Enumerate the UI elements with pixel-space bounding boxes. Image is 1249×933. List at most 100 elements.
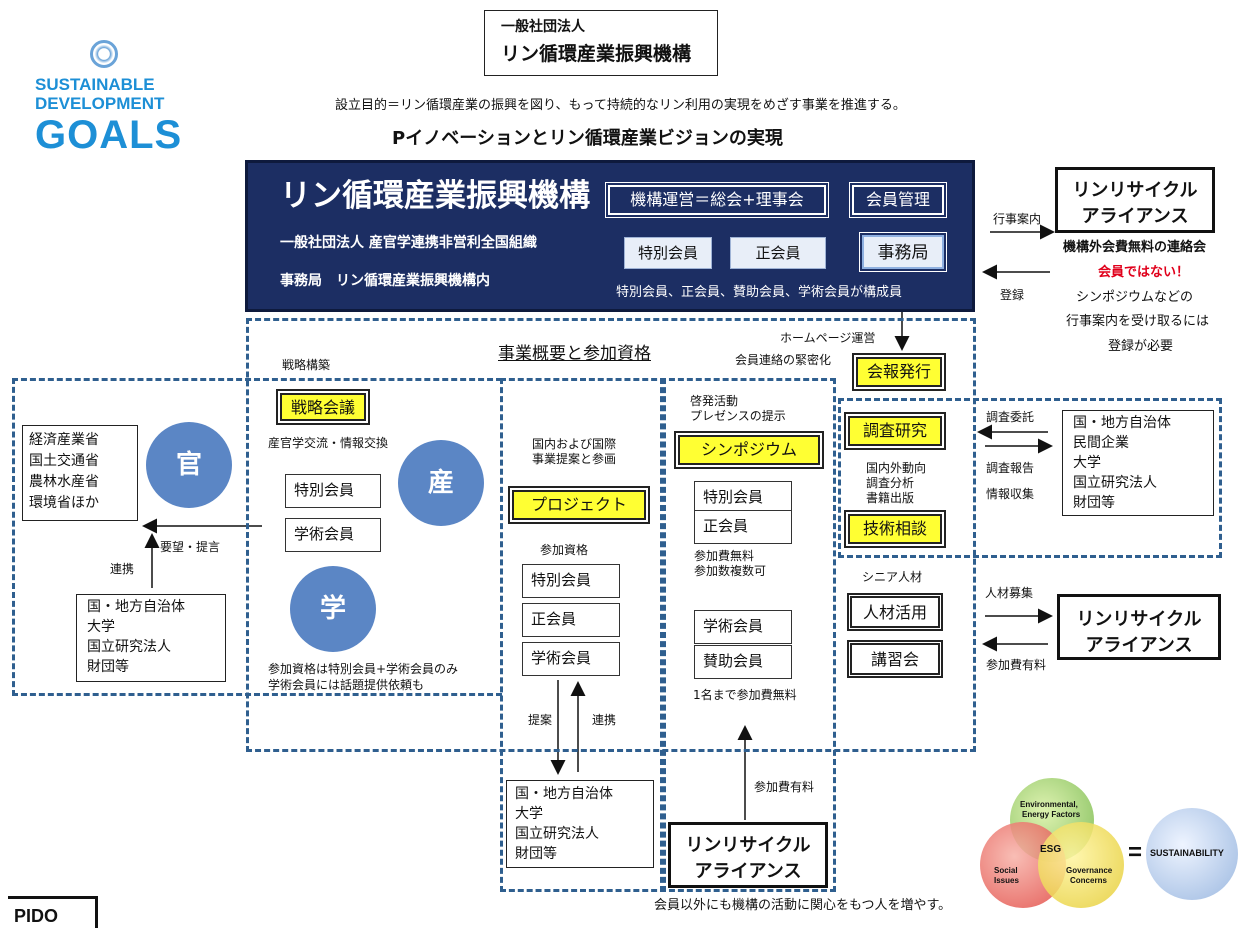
partner-1: 民間企業 [1073, 435, 1129, 451]
project-intro-1: 国内および国際 [532, 437, 617, 451]
panel-special-member: 特別会員 [624, 237, 712, 269]
gov-collab-label: 連携 [110, 562, 135, 576]
gov-frame [12, 378, 502, 696]
esg-social-2: Issues [994, 876, 1019, 885]
gov-orgs-box: 国・地方自治体 大学 国立研究法人 財団等 [76, 594, 226, 682]
org-line1: 一般社団法人 [501, 19, 585, 35]
course-box: 講習会 [849, 642, 941, 676]
research-item-1: 調査分析 [866, 476, 915, 490]
bulletin-box: 会報発行 [854, 355, 944, 389]
pido-logo: PIDO [8, 896, 98, 928]
esg-venn: Environmental, Energy Factors Social Iss… [980, 778, 1242, 928]
esg-social-1: Social [994, 866, 1018, 875]
business-frame [246, 318, 976, 752]
gov-org-3: 財団等 [87, 659, 129, 675]
un-emblem-icon [90, 40, 118, 68]
research-item-2: 書籍出版 [866, 491, 915, 505]
exchange-label: 産官学交流・情報交換 [268, 436, 389, 450]
strategy-note-1: 参加資格は特別会員+学術会員のみ [268, 662, 459, 676]
senior-label: シニア人材 [862, 570, 923, 584]
symposium-intro-2: プレゼンスの提示 [690, 409, 786, 423]
panel-subtitle: 一般社団法人 産官学連携非営利全国組織 [280, 235, 537, 251]
alliance-top-line1: リンリサイクル [1072, 180, 1198, 201]
panel-regular-member: 正会員 [730, 237, 826, 269]
project-box: プロジェクト [510, 488, 648, 522]
project-org-2: 国立研究法人 [515, 826, 599, 842]
project-intro-2: 事業提案と参画 [532, 452, 617, 466]
business-title: 事業概要と参加資格 [498, 344, 651, 364]
pido-text: PIDO [14, 906, 59, 926]
symposium-free-1: 参加費無料 [694, 549, 755, 563]
research-frame [838, 398, 1222, 558]
alliance-desc-4: 行事案内を受け取るには [1066, 314, 1210, 329]
alliance-top-box: リンリサイクル アライアンス [1055, 167, 1215, 233]
utilize-box: 人材活用 [849, 595, 941, 629]
project-propose: 提案 [528, 713, 553, 727]
gov-concern-circle [1038, 822, 1124, 908]
esg-gov-1: Governance [1066, 866, 1113, 875]
symposium-free-2: 参加数複数可 [694, 564, 767, 578]
academia-circle: 学 [290, 566, 376, 652]
sdg-logo: SUSTAINABLE DEVELOPMENT GOALS [35, 40, 185, 157]
alliance-bottom-box: リンリサイクル アライアンス [668, 822, 828, 888]
symposium-member-a1: 正会員 [694, 510, 792, 544]
panel-title: リン循環産業振興機構 [280, 178, 590, 214]
esg-env-1: Environmental, [1020, 800, 1078, 809]
governance-box: 機構運営＝総会+理事会 [605, 182, 829, 218]
vision-title: Pイノベーションとリン循環産業ビジョンの実現 [392, 128, 783, 149]
panel-office: 事務局 リン循環産業振興機構内 [280, 273, 490, 289]
sdg-line3: GOALS [35, 113, 183, 157]
recruit-label: 人材募集 [985, 586, 1034, 600]
request-label: 要望・提言 [160, 540, 221, 554]
alliance-desc-1: 機構外会費無料の連絡会 [1063, 240, 1207, 255]
partner-3: 国立研究法人 [1073, 475, 1157, 491]
sdg-line2: DEVELOPMENT [35, 94, 165, 113]
report-label: 調査報告 [986, 461, 1035, 475]
esg-equals: = [1128, 839, 1143, 866]
project-frame [500, 378, 666, 892]
project-qualification: 参加資格 [540, 543, 589, 557]
strategy-note-2: 学術会員には話題提供依頼も [268, 678, 425, 692]
partner-4: 財団等 [1073, 495, 1115, 511]
gov-org-1: 大学 [87, 619, 115, 635]
gov-circle: 官 [146, 422, 232, 508]
symposium-member-b1: 賛助会員 [694, 645, 792, 679]
industry-circle: 産 [398, 440, 484, 526]
alliance-top-line2: アライアンス [1081, 206, 1189, 227]
symposium-box: シンポジウム [676, 433, 822, 467]
ministry-2: 農林水産省 [29, 474, 99, 490]
strategy-academic-member: 学術会員 [285, 518, 381, 552]
strategy-special-member: 特別会員 [285, 474, 381, 508]
purpose-text: 設立目的＝リン循環産業の振興を図り、もって持続的なリン利用の実現をめざす事業を推… [335, 98, 906, 113]
homepage-label: ホームページ運営 [780, 331, 876, 345]
consult-box: 技術相談 [846, 512, 944, 546]
strategy-meeting-box: 戦略会議 [278, 391, 368, 423]
ministry-0: 経済産業省 [29, 432, 99, 448]
esg-result: SUSTAINABILITY [1150, 848, 1224, 858]
sdg-line1: SUSTAINABLE [35, 75, 155, 94]
research-item-0: 国内外動向 [866, 461, 927, 475]
org-title-box: 一般社団法人 リン循環産業振興機構 [484, 10, 718, 76]
esg-env-2: Energy Factors [1022, 810, 1081, 819]
org-panel: リン循環産業振興機構 一般社団法人 産官学連携非営利全国組織 事務局 リン循環産… [245, 160, 975, 312]
footer-note: 会員以外にも機構の活動に関心をもつ人を増やす。 [654, 898, 952, 913]
alliance-mid-line1: リンリサイクル [1076, 609, 1202, 630]
symposium-free-one: 1名まで参加費無料 [693, 688, 797, 702]
alliance-desc-5: 登録が必要 [1108, 339, 1174, 354]
notice-label: 行事案内 [993, 212, 1042, 226]
governance-label: 機構運営＝総会+理事会 [630, 190, 804, 209]
symposium-member-a0: 特別会員 [694, 481, 792, 515]
project-member-1: 正会員 [522, 603, 620, 637]
liaison-label: 会員連絡の緊密化 [735, 353, 832, 367]
esg-center: ESG [1040, 844, 1062, 855]
strategy-label: 戦略構築 [282, 358, 331, 372]
panel-composition: 特別会員、正会員、賛助会員、学術会員が構成員 [616, 285, 903, 300]
symposium-member-b0: 学術会員 [694, 610, 792, 644]
alliance-desc-3: シンポジウムなどの [1076, 290, 1194, 305]
research-box: 調査研究 [846, 414, 944, 448]
alliance-mid-line2: アライアンス [1085, 635, 1193, 656]
gov-org-2: 国立研究法人 [87, 639, 171, 655]
hr-paid-label: 参加費有料 [986, 658, 1047, 672]
symposium-intro-1: 啓発活動 [690, 394, 739, 408]
